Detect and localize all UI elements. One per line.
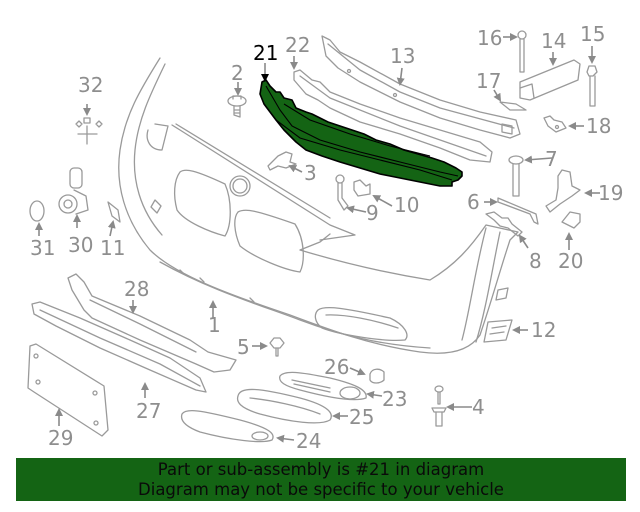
label-5[interactable]: 5 — [237, 335, 250, 359]
label-29[interactable]: 29 — [48, 426, 73, 450]
part-7-bolt[interactable] — [508, 155, 524, 197]
part-15-bolt[interactable] — [586, 65, 598, 107]
label-8[interactable]: 8 — [529, 249, 542, 273]
label-32[interactable]: 32 — [78, 73, 103, 97]
part-9[interactable] — [335, 174, 349, 211]
part-18[interactable] — [543, 115, 567, 133]
label-7[interactable]: 7 — [545, 147, 558, 171]
part-23-grille[interactable] — [279, 371, 367, 401]
callout-arrows — [35, 33, 600, 443]
part-21-highlighted-reinforcement[interactable] — [259, 79, 463, 187]
part-3-bracket[interactable] — [267, 151, 297, 171]
part-29-license-plate-bracket[interactable] — [27, 343, 109, 437]
part-26[interactable] — [369, 368, 385, 384]
part-20[interactable] — [561, 211, 581, 229]
part-2-clip[interactable] — [227, 95, 247, 118]
label-31[interactable]: 31 — [30, 236, 55, 260]
label-30[interactable]: 30 — [68, 233, 93, 257]
banner-line-2: Diagram may not be specific to your vehi… — [138, 480, 504, 499]
label-22[interactable]: 22 — [285, 33, 310, 57]
diagram-notice-banner: Part or sub-assembly is #21 in diagram D… — [16, 458, 626, 501]
part-31-ring[interactable] — [29, 200, 45, 222]
part-24-trim-ring[interactable] — [180, 409, 274, 443]
label-25[interactable]: 25 — [349, 405, 374, 429]
label-2[interactable]: 2 — [231, 61, 244, 85]
part-27-trim-strip[interactable] — [31, 301, 207, 393]
part-28-trim-strip[interactable] — [67, 273, 237, 373]
part-16-bolt[interactable] — [517, 30, 527, 73]
part-14[interactable] — [519, 59, 581, 101]
label-11[interactable]: 11 — [100, 236, 125, 260]
part-17[interactable] — [499, 101, 527, 111]
label-4[interactable]: 4 — [472, 395, 485, 419]
label-15[interactable]: 15 — [580, 22, 605, 46]
label-18[interactable]: 18 — [586, 114, 611, 138]
part-1-bumper-cover[interactable] — [118, 57, 519, 354]
part-10[interactable] — [353, 179, 371, 197]
label-9[interactable]: 9 — [366, 201, 379, 225]
label-3[interactable]: 3 — [304, 161, 317, 185]
label-24[interactable]: 24 — [296, 429, 321, 453]
part-13[interactable] — [321, 35, 521, 139]
part-12[interactable] — [483, 319, 513, 343]
label-14[interactable]: 14 — [541, 29, 566, 53]
label-27[interactable]: 27 — [136, 399, 161, 423]
label-21[interactable]: 21 — [253, 41, 278, 65]
label-28[interactable]: 28 — [124, 277, 149, 301]
label-6[interactable]: 6 — [467, 190, 480, 214]
label-23[interactable]: 23 — [382, 387, 407, 411]
part-8[interactable] — [485, 211, 523, 237]
part-6[interactable] — [497, 197, 539, 225]
part-32 — [75, 117, 103, 145]
label-1[interactable]: 1 — [208, 313, 221, 337]
label-17[interactable]: 17 — [476, 69, 501, 93]
label-12[interactable]: 12 — [531, 318, 556, 342]
label-26[interactable]: 26 — [324, 355, 349, 379]
part-22[interactable] — [293, 69, 493, 163]
part-25-trim-ring[interactable] — [236, 388, 332, 424]
part-5-clip[interactable] — [269, 337, 285, 357]
part-11[interactable] — [107, 201, 121, 223]
part-30-parking-sensor[interactable] — [58, 167, 89, 215]
label-16[interactable]: 16 — [477, 26, 502, 50]
banner-line-1: Part or sub-assembly is #21 in diagram — [157, 460, 485, 479]
part-19[interactable] — [545, 169, 581, 213]
label-10[interactable]: 10 — [394, 193, 419, 217]
label-19[interactable]: 19 — [598, 181, 623, 205]
label-13[interactable]: 13 — [390, 44, 415, 68]
part-labels: 21 2 22 13 16 14 15 17 18 7 19 6 8 20 3 … — [30, 22, 623, 453]
part-4-push-pin[interactable] — [431, 385, 447, 427]
label-20[interactable]: 20 — [558, 249, 583, 273]
